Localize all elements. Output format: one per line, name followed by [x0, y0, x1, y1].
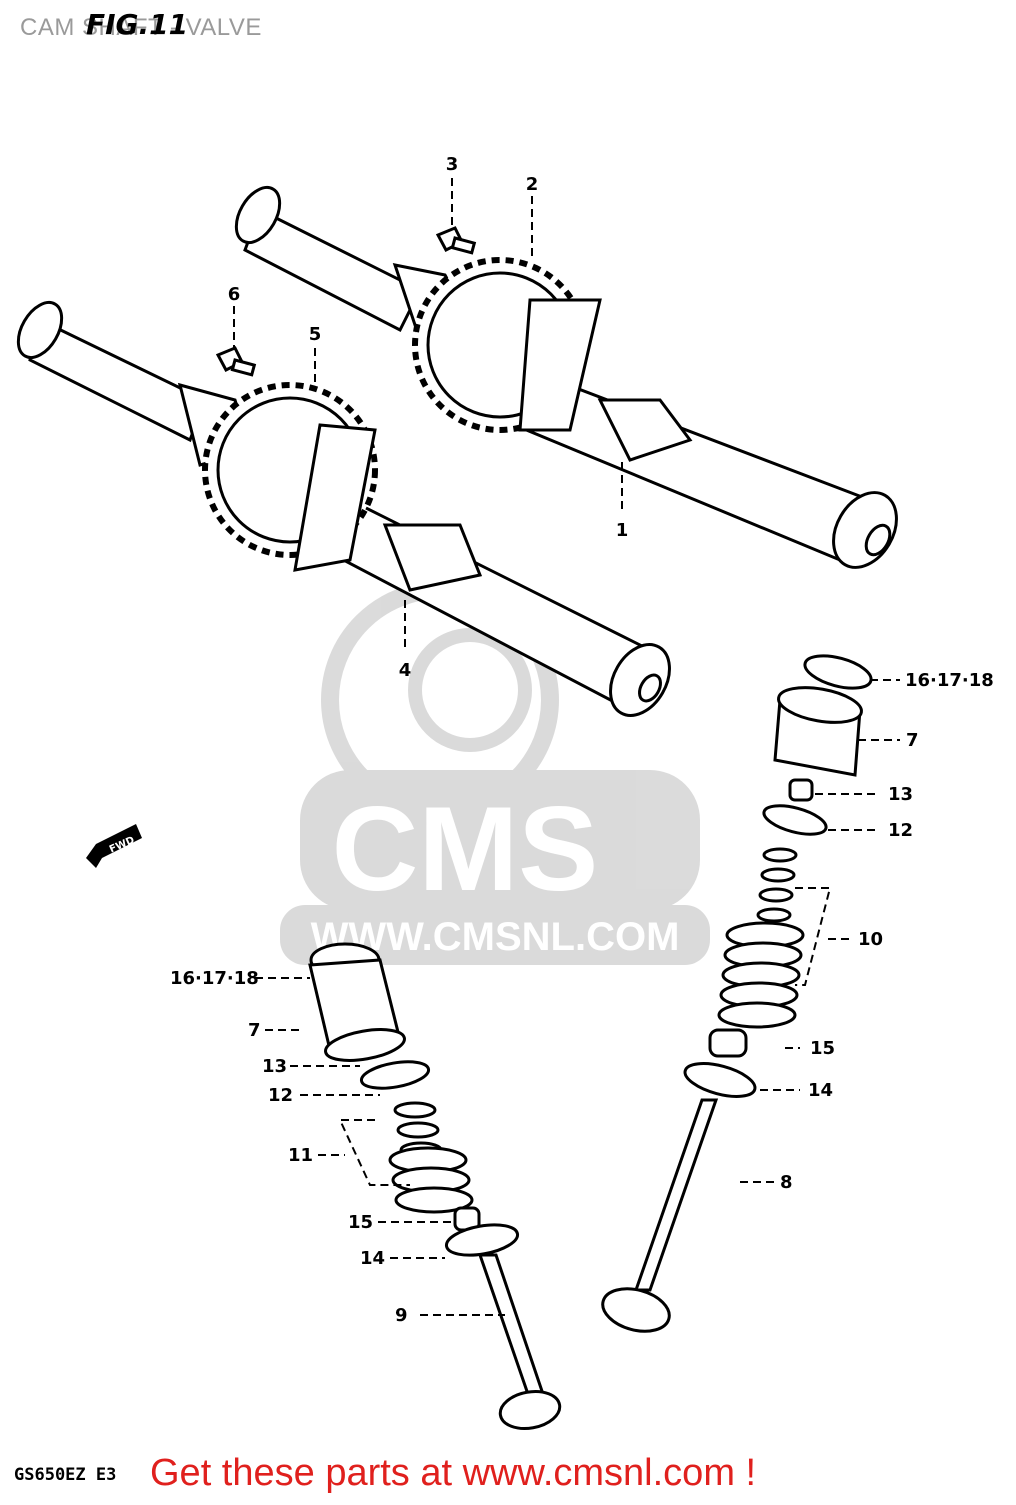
leader-lines	[233, 178, 900, 1316]
callout-15-right: 15	[810, 1038, 835, 1059]
callout-6: 6	[228, 284, 241, 305]
callout-3: 3	[446, 154, 459, 175]
callout-5: 5	[309, 324, 322, 345]
callout-12-right: 12	[888, 820, 913, 841]
valve-spring-inner-right	[756, 847, 798, 923]
valve-assembly-right	[601, 654, 873, 1333]
cam-sprocket-intake	[202, 382, 378, 572]
callout-labels: 3 2 6 5 1 4 16·17·18 7 13 12 10 15 14 8 …	[170, 154, 994, 1326]
callout-12-left: 12	[268, 1085, 293, 1106]
callout-13-right: 14	[808, 1080, 833, 1101]
valve-spring-outer-right	[717, 921, 805, 1029]
callout-14-left: 13	[262, 1056, 287, 1077]
callout-8: 8	[780, 1172, 793, 1193]
callout-14-right: 13	[888, 784, 913, 805]
sprocket-bolt-upper	[435, 226, 477, 255]
callout-9: 9	[395, 1305, 408, 1326]
camshaft-exhaust	[234, 186, 898, 569]
valve-spring-outer-left	[388, 1146, 474, 1214]
callout-16-17-18-right: 16·17·18	[905, 670, 994, 691]
fwd-direction-marker: FWD	[86, 818, 146, 875]
watermark: CMS WWW.CMSNL.COM	[280, 581, 710, 965]
callout-16-17-18-left: 16·17·18	[170, 968, 259, 989]
model-code: GS650EZ E3	[14, 1465, 117, 1485]
callout-10: 10	[858, 929, 883, 950]
watermark-brand: CMS	[332, 782, 599, 916]
callout-15-left: 15	[348, 1212, 373, 1233]
cam-sprocket-exhaust	[412, 257, 602, 433]
callout-11: 11	[288, 1145, 313, 1166]
valve-assembly-left	[308, 942, 562, 1430]
callout-7-left: 7	[248, 1020, 261, 1041]
callout-2: 2	[526, 174, 539, 195]
callout-7-right: 7	[906, 730, 919, 751]
figure-number: FIG.11	[86, 8, 189, 41]
sprocket-bolt-lower	[215, 346, 257, 377]
callout-1: 1	[616, 520, 629, 541]
parts-store-link[interactable]: Get these parts at www.cmsnl.com !	[150, 1452, 757, 1494]
callout-13-left: 14	[360, 1248, 385, 1269]
callout-4: 4	[399, 660, 412, 681]
page-title: CAM SHAFT - VALVE	[20, 14, 262, 41]
